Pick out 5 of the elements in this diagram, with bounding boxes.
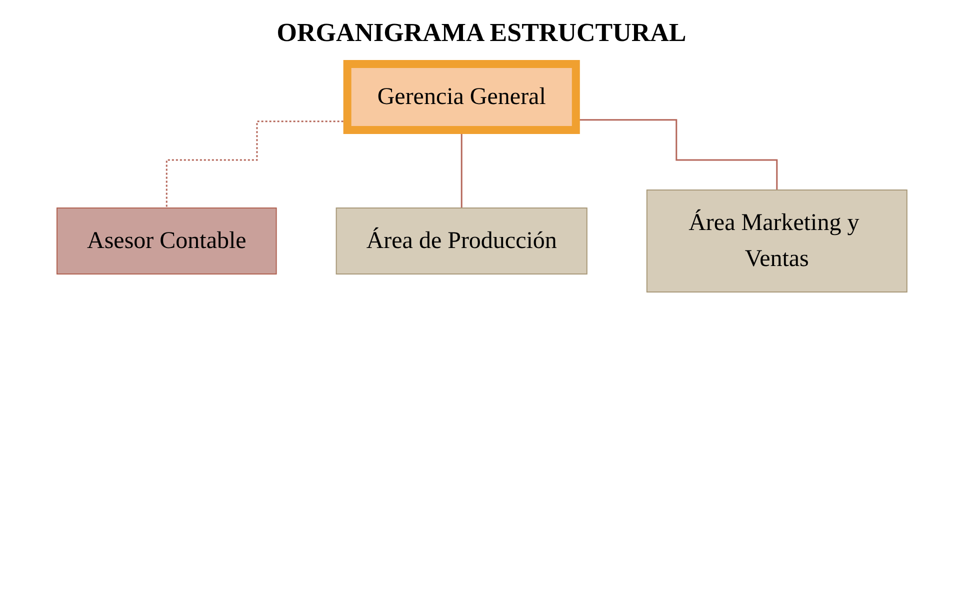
node-box: Área de Producción xyxy=(335,208,587,274)
node-box: Asesor Contable xyxy=(56,208,276,274)
node-box: Gerencia General xyxy=(342,60,580,134)
diagram-title: ORGANIGRAMA ESTRUCTURAL xyxy=(276,18,688,48)
node-box: Área Marketing y Ventas xyxy=(646,190,907,292)
